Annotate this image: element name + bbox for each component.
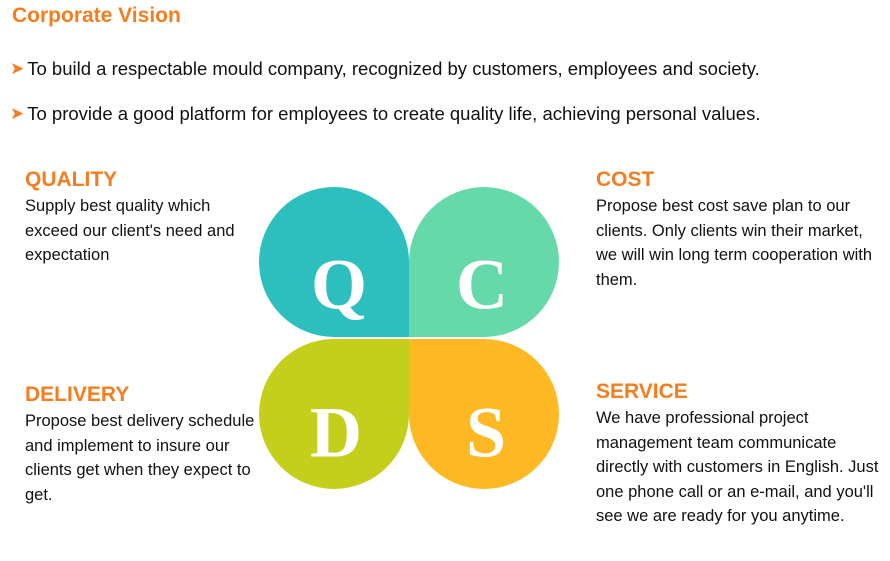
vision-bullet-1-text: To build a respectable mould company, re…: [27, 58, 760, 79]
quality-text: Supply best quality which exceed our cli…: [25, 197, 235, 264]
qcds-diagram: Q C D S: [259, 187, 559, 489]
arrow-bullet-icon: ➤: [10, 104, 25, 123]
delivery-letter: D: [310, 393, 362, 473]
service-petal: [409, 339, 559, 489]
arrow-bullet-icon: ➤: [10, 59, 25, 78]
vision-bullet-2: ➤ To provide a good platform for employe…: [10, 103, 760, 125]
service-text: We have professional project management …: [596, 409, 879, 525]
cost-text: Propose best cost save plan to our clien…: [596, 197, 873, 289]
cost-heading: COST: [596, 168, 655, 191]
page-title: Corporate Vision: [12, 4, 181, 27]
delivery-petal: [259, 339, 409, 489]
cost-block: COST Propose best cost save plan to our …: [596, 168, 881, 292]
quality-letter: Q: [311, 245, 367, 325]
quality-block: QUALITY Supply best quality which exceed…: [25, 168, 250, 268]
delivery-block: DELIVERY Propose best delivery schedule …: [25, 383, 265, 507]
cost-petal: [409, 187, 559, 337]
vision-bullet-1: ➤ To build a respectable mould company, …: [10, 58, 760, 80]
service-block: SERVICE We have professional project man…: [596, 380, 886, 529]
cost-letter: C: [456, 245, 508, 325]
delivery-heading: DELIVERY: [25, 383, 130, 406]
service-heading: SERVICE: [596, 380, 688, 403]
delivery-text: Propose best delivery schedule and imple…: [25, 412, 255, 504]
quality-petal: [259, 187, 409, 337]
quality-heading: QUALITY: [25, 168, 118, 191]
service-letter: S: [466, 393, 506, 473]
vision-bullet-2-text: To provide a good platform for employees…: [27, 103, 761, 124]
